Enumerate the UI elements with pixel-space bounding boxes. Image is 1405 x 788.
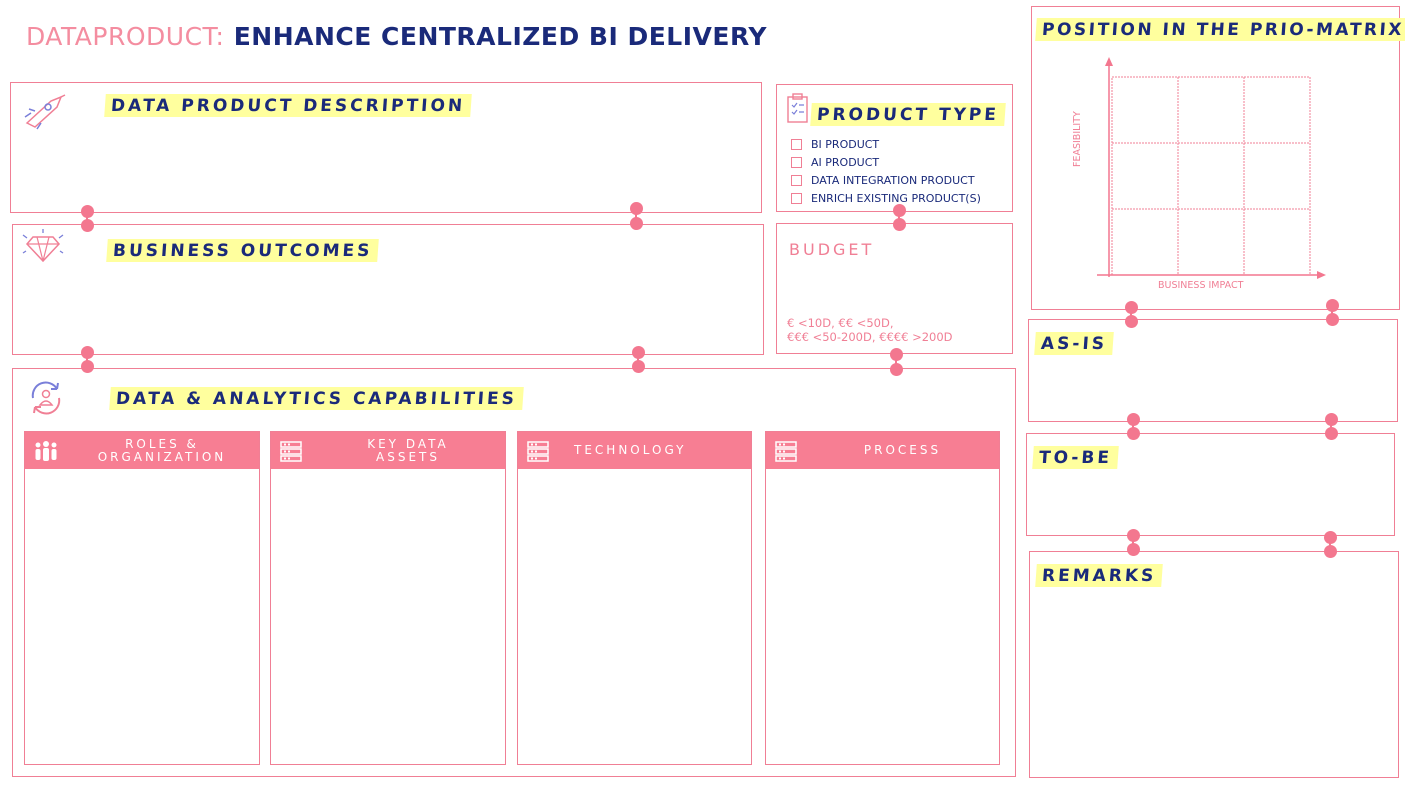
connector-dot	[632, 346, 645, 359]
prio-matrix-panel: POSITION IN THE PRIO-MATRIX FEASIBILITY …	[1031, 6, 1405, 310]
to-be-heading: TO-BE	[1032, 446, 1119, 469]
people-icon	[35, 441, 57, 461]
connector-dot	[893, 204, 906, 217]
connector-dot	[1127, 543, 1140, 556]
matrix-ylabel: FEASIBILITY	[1072, 111, 1083, 167]
outcomes-panel[interactable]: BUSINESS OUTCOMES	[12, 224, 764, 355]
product-type-option[interactable]: ENRICH EXISTING PRODUCT(S)	[791, 189, 981, 207]
as-is-panel[interactable]: AS-IS	[1028, 319, 1398, 422]
connector-dot	[630, 202, 643, 215]
remarks-heading: REMARKS	[1035, 564, 1164, 587]
connector-dot	[1125, 301, 1138, 314]
matrix-xlabel: BUSINESS IMPACT	[1158, 280, 1244, 291]
column-header: ROLES &ORGANIZATION	[25, 432, 259, 469]
column-label: PROCESS	[863, 443, 942, 457]
diamond-icon	[22, 229, 64, 263]
column-label: ROLES &ORGANIZATION	[97, 436, 227, 464]
connector-dot	[1324, 531, 1337, 544]
connector-dot	[630, 217, 643, 230]
connector-dot	[632, 360, 645, 373]
connector-dot	[890, 348, 903, 361]
product-type-panel: PRODUCT TYPE BI PRODUCT AI PRODUCT DATA …	[776, 84, 1013, 212]
budget-panel[interactable]: BUDGET € <10D, €€ <50D, €€€ <50-200D, €€…	[776, 223, 1013, 354]
connector-dot	[1325, 413, 1338, 426]
checkbox[interactable]	[791, 138, 802, 150]
connector-dot	[1326, 313, 1339, 326]
title-prefix: DATAPRODUCT:	[26, 22, 225, 51]
product-type-option[interactable]: DATA INTEGRATION PRODUCT	[791, 171, 981, 189]
connector-dot	[890, 363, 903, 376]
connector-dot	[81, 205, 94, 218]
title-main: ENHANCE CENTRALIZED BI DELIVERY	[233, 22, 767, 51]
capability-column-technology[interactable]: TECHNOLOGY	[517, 431, 752, 765]
connector-dot	[1127, 427, 1140, 440]
checkbox[interactable]	[791, 156, 802, 168]
checkbox[interactable]	[791, 192, 802, 204]
server-icon	[280, 441, 302, 462]
product-type-option[interactable]: AI PRODUCT	[791, 153, 981, 171]
connector-dot	[1127, 529, 1140, 542]
capability-column-process[interactable]: PROCESS	[765, 431, 1000, 765]
column-header: TECHNOLOGY	[518, 432, 751, 469]
column-header: PROCESS	[766, 432, 999, 469]
prio-matrix-heading: POSITION IN THE PRIO-MATRIX	[1035, 18, 1405, 41]
connector-dot	[1324, 545, 1337, 558]
description-heading: DATA PRODUCT DESCRIPTION	[104, 94, 472, 117]
clipboard-icon	[787, 93, 808, 123]
column-label: TECHNOLOGY	[574, 443, 687, 457]
connector-dot	[81, 346, 94, 359]
product-type-options: BI PRODUCT AI PRODUCT DATA INTEGRATION P…	[791, 135, 981, 207]
cycle-person-icon	[31, 381, 61, 415]
connector-dot	[1127, 413, 1140, 426]
checkbox[interactable]	[791, 174, 802, 186]
connector-dot	[893, 218, 906, 231]
description-panel[interactable]: DATA PRODUCT DESCRIPTION	[10, 82, 762, 213]
product-type-option[interactable]: BI PRODUCT	[791, 135, 981, 153]
server-icon	[775, 441, 797, 462]
budget-note: € <10D, €€ <50D, €€€ <50-200D, €€€€ >200…	[787, 316, 953, 344]
outcomes-heading: BUSINESS OUTCOMES	[106, 239, 380, 262]
rocket-icon	[24, 94, 66, 130]
capability-column-roles[interactable]: ROLES &ORGANIZATION	[24, 431, 260, 765]
product-type-heading: PRODUCT TYPE	[810, 103, 1006, 126]
connector-dot	[81, 219, 94, 232]
prio-matrix-grid	[1097, 57, 1326, 279]
server-icon	[527, 441, 549, 462]
remarks-panel[interactable]: REMARKS	[1029, 551, 1399, 778]
capabilities-panel: DATA & ANALYTICS CAPABILITIES ROLES &ORG…	[12, 368, 1016, 777]
page-title: DATAPRODUCT: ENHANCE CENTRALIZED BI DELI…	[26, 22, 767, 51]
budget-heading: BUDGET	[789, 240, 875, 259]
capabilities-heading: DATA & ANALYTICS CAPABILITIES	[109, 387, 524, 410]
connector-dot	[1125, 315, 1138, 328]
to-be-panel[interactable]: TO-BE	[1026, 433, 1395, 536]
as-is-heading: AS-IS	[1034, 332, 1114, 355]
connector-dot	[81, 360, 94, 373]
connector-dot	[1325, 427, 1338, 440]
connector-dot	[1326, 299, 1339, 312]
